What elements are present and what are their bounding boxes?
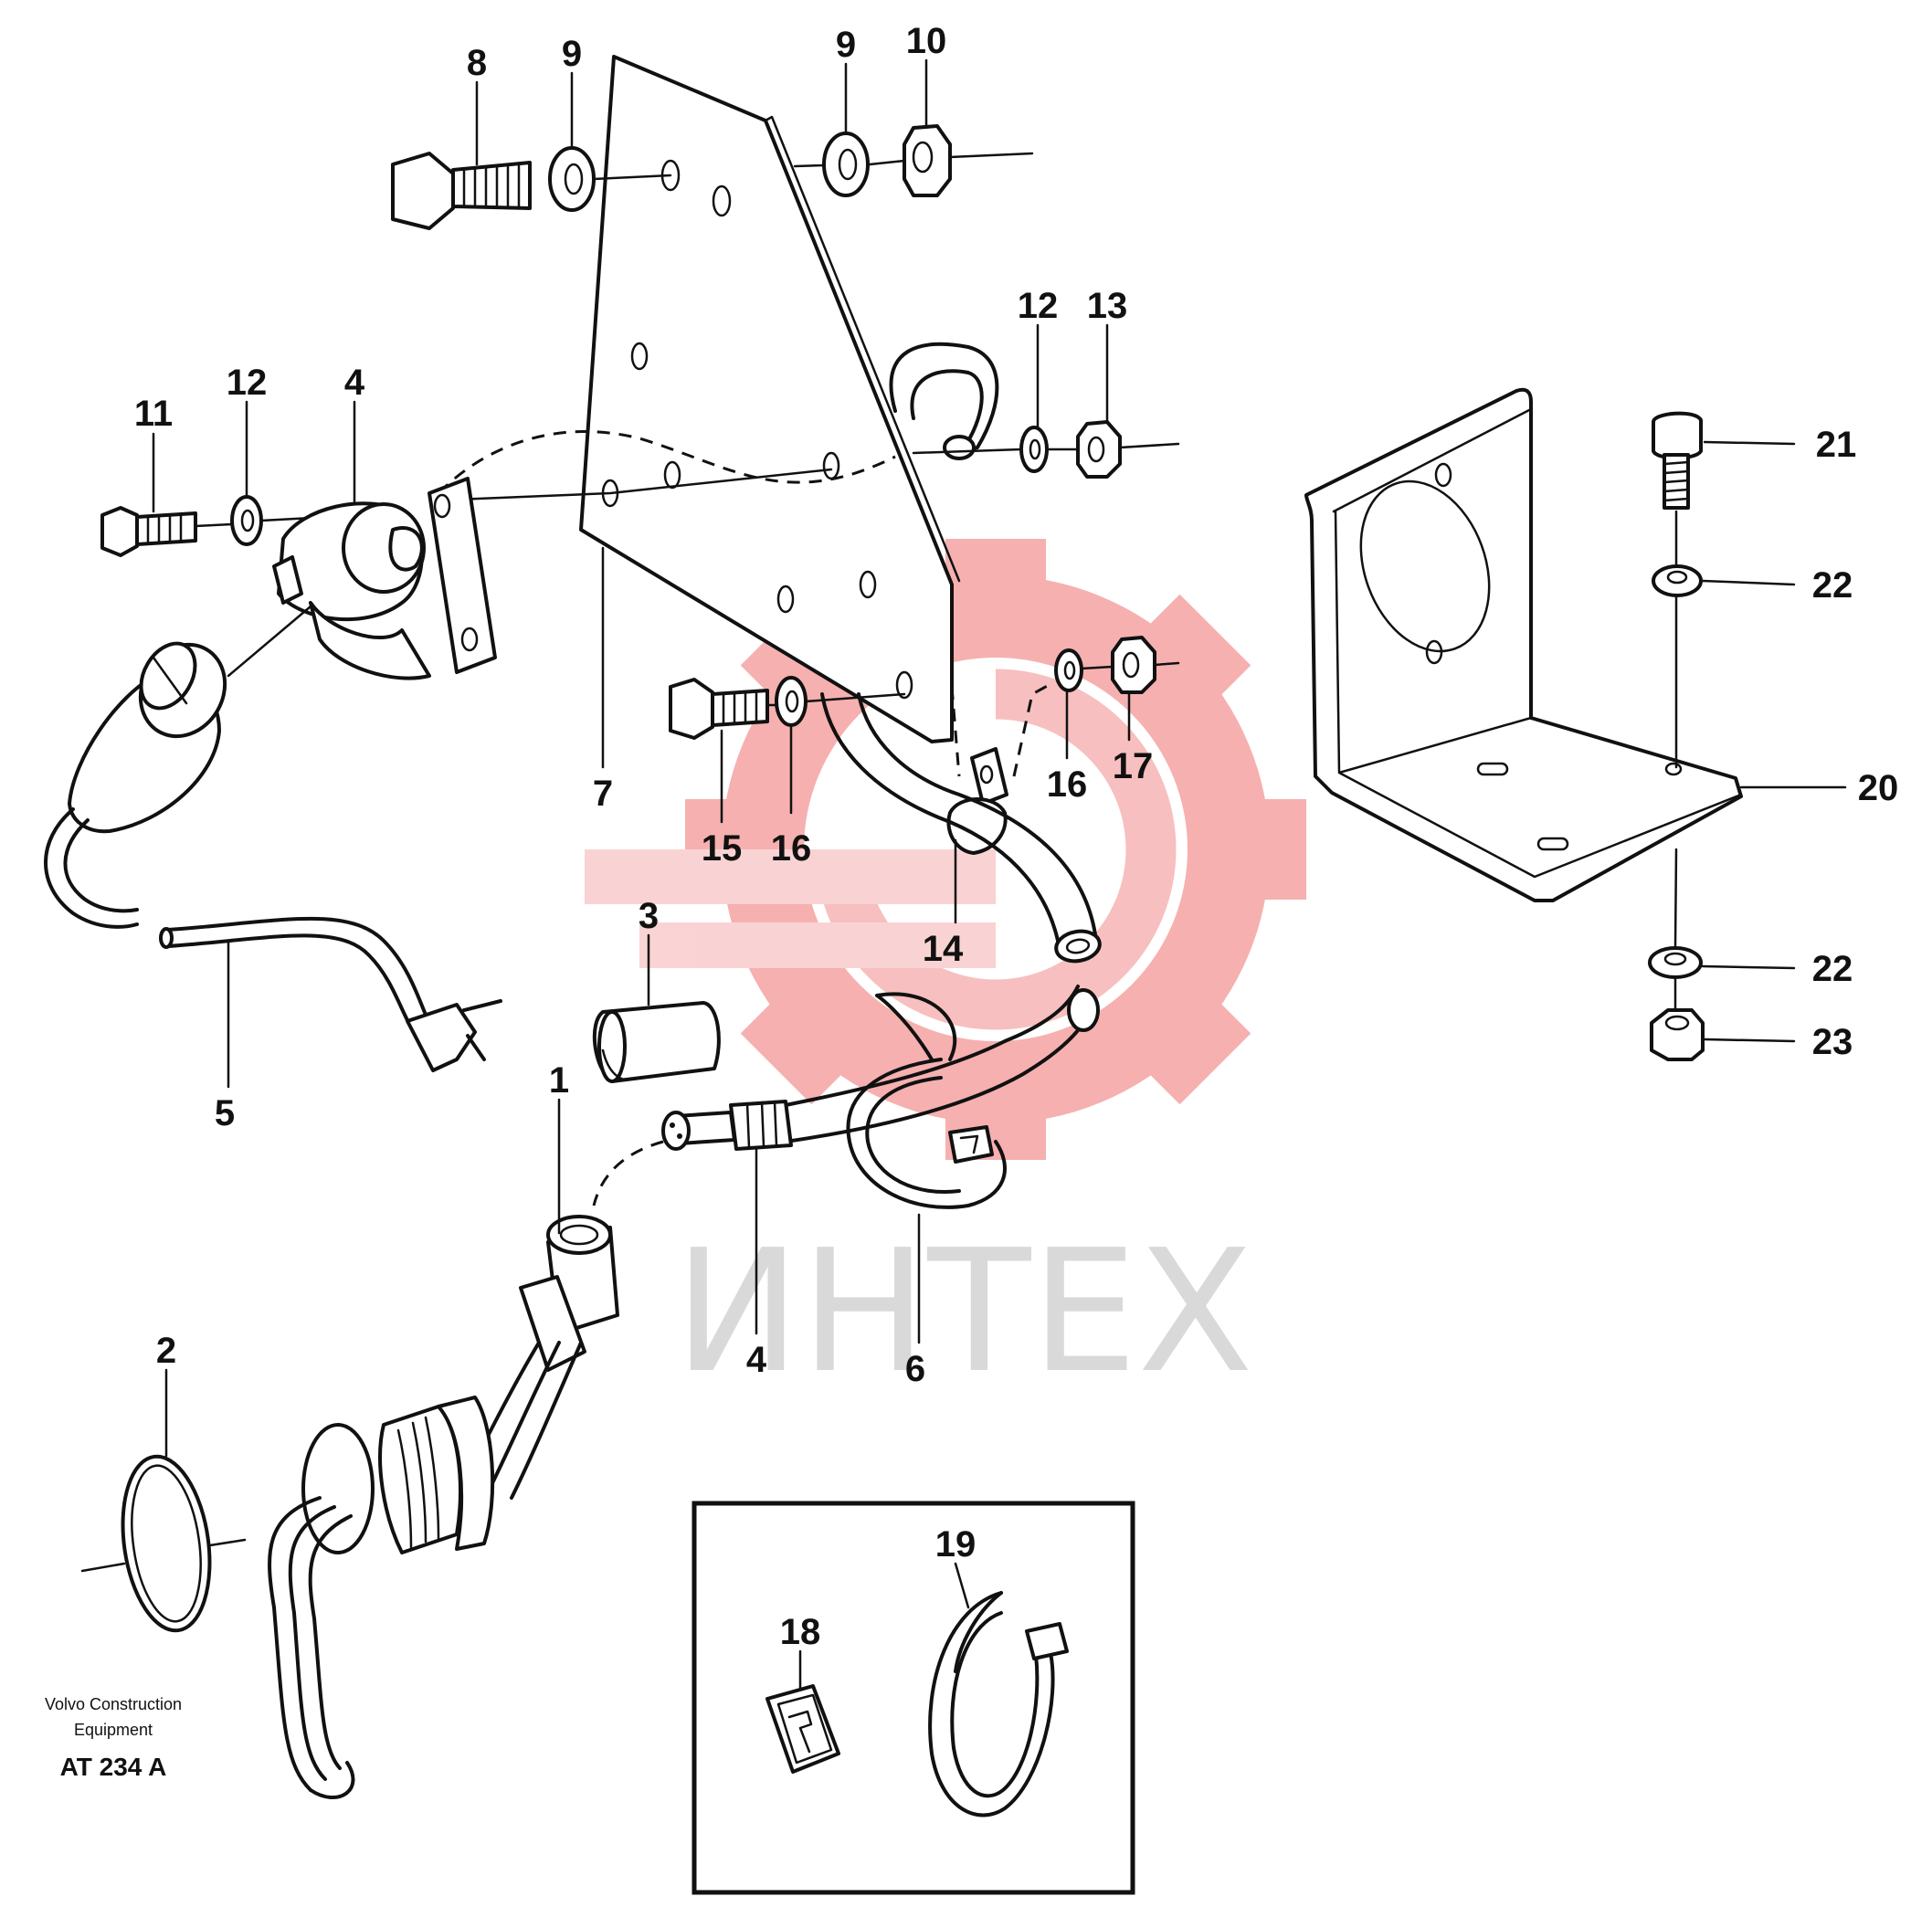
- callout-8: 8: [467, 43, 487, 83]
- part-cable-left: [44, 807, 139, 929]
- callout-9-left: 9: [562, 34, 582, 74]
- credit-block: Volvo Construction Equipment AT 234 A: [45, 1695, 182, 1781]
- part-2-o-ring: [80, 1454, 247, 1633]
- callout-11: 11: [134, 394, 173, 434]
- part-5-mains-cable: [159, 916, 502, 1089]
- part-18-cable-tie-mount: [765, 1684, 840, 1774]
- callout-14: 14: [923, 929, 964, 969]
- part-curved-pipe-top: [889, 342, 999, 460]
- watermark-text: ИНТЕХ: [674, 1213, 1253, 1410]
- part-10-nut: [903, 124, 952, 197]
- callout-labels: 8 9 9 10 11 12 4 12 13 7 15 16 16 17 14 …: [134, 21, 1898, 1652]
- assembly-line-top: [592, 152, 1034, 181]
- part-8-bolt: [391, 152, 532, 230]
- callout-20: 20: [1858, 768, 1899, 808]
- callout-4-upper: 4: [344, 363, 365, 403]
- part-16-washer-left: [775, 676, 808, 727]
- assembly-line-dashed-left: [437, 430, 896, 495]
- part-1-immersion-heater: [268, 1215, 619, 1800]
- callout-16-left: 16: [771, 828, 812, 869]
- credit-line-1: Volvo Construction: [45, 1695, 182, 1713]
- part-9-washer-right: [822, 132, 870, 197]
- assembly-line-dashed-sensor: [592, 1140, 664, 1206]
- part-13-nut: [1076, 420, 1122, 479]
- assembly-line-bracket: [1673, 510, 1678, 1010]
- callout-23: 23: [1812, 1022, 1853, 1062]
- callout-22-lower: 22: [1812, 949, 1853, 989]
- part-21-bolt: [1652, 411, 1703, 510]
- credit-line-2: Equipment: [74, 1721, 153, 1739]
- part-15-bolt: [669, 678, 769, 740]
- callout-21: 21: [1816, 425, 1857, 465]
- callout-17: 17: [1113, 746, 1154, 786]
- callout-7: 7: [593, 774, 613, 814]
- part-22-washer-upper: [1652, 564, 1703, 597]
- part-16-washer-right: [1054, 648, 1083, 692]
- part-23-nut: [1650, 1008, 1705, 1061]
- callout-12-left: 12: [227, 363, 268, 403]
- callout-13: 13: [1087, 286, 1128, 326]
- part-6-strap-clamp: [846, 992, 1007, 1209]
- callout-10: 10: [906, 21, 947, 61]
- callout-12-right: 12: [1018, 286, 1059, 326]
- part-7-mounting-plate: [579, 55, 961, 743]
- assembly-line-nut-17: [1080, 661, 1180, 670]
- callout-3: 3: [639, 896, 659, 936]
- drawing-code: AT 234 A: [60, 1753, 167, 1781]
- callout-4-lower: 4: [746, 1340, 767, 1380]
- part-3-sleeve: [592, 1001, 721, 1083]
- callout-9-right: 9: [836, 25, 856, 65]
- assembly-line-dashed-clip: [950, 681, 1053, 777]
- part-12-washer-left: [230, 495, 263, 546]
- callout-2: 2: [156, 1331, 176, 1371]
- assembly-line-mid-right: [912, 442, 1180, 455]
- leader-lines: [152, 58, 1847, 1691]
- callout-15: 15: [702, 828, 743, 869]
- part-9-washer-left: [548, 146, 596, 212]
- callout-18: 18: [780, 1612, 821, 1652]
- callout-6: 6: [905, 1349, 925, 1389]
- callout-1: 1: [549, 1060, 569, 1101]
- inset-box: [692, 1501, 1135, 1895]
- part-17-nut: [1111, 636, 1156, 694]
- part-11-bolt: [100, 506, 197, 557]
- part-4-sensor-cable: [661, 985, 1100, 1151]
- part-pipe-lower: [820, 692, 1102, 964]
- part-20-angle-bracket: [1304, 387, 1743, 902]
- part-14-clip: [946, 747, 1008, 855]
- callout-5: 5: [215, 1093, 235, 1133]
- callout-22-upper: 22: [1812, 565, 1853, 606]
- part-4-socket-housing: [272, 477, 497, 680]
- part-19-cable-tie: [928, 1591, 1069, 1817]
- part-12-washer-right: [1019, 426, 1049, 473]
- callout-16-right: 16: [1047, 764, 1088, 805]
- callout-19: 19: [935, 1524, 977, 1565]
- part-plug-connector: [68, 605, 312, 834]
- part-22-washer-lower: [1648, 946, 1703, 979]
